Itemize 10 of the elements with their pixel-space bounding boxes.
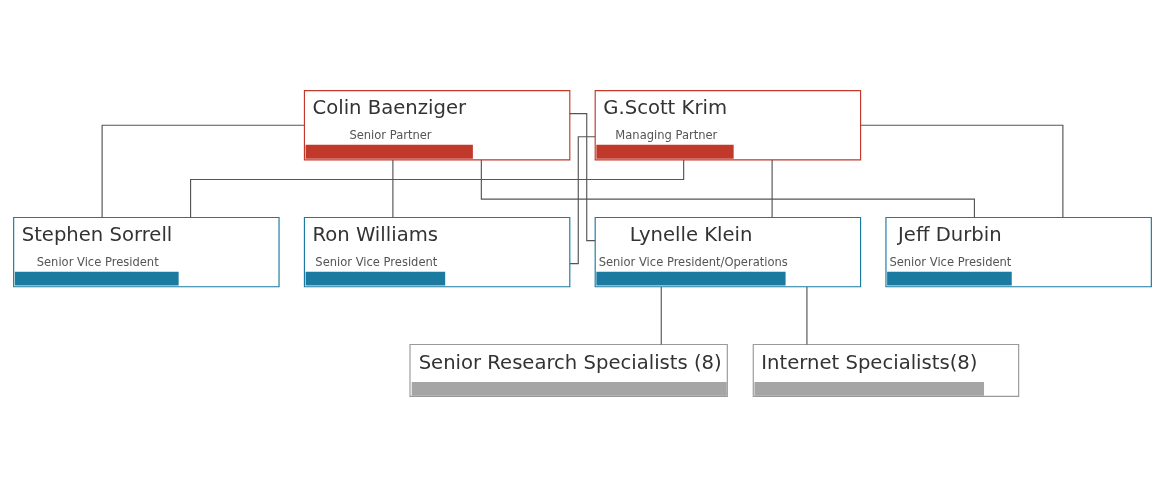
connector: [806, 286, 808, 346]
connector: [480, 159, 975, 218]
connector: [860, 124, 1064, 219]
connector: [660, 286, 662, 346]
connector: [190, 159, 685, 219]
connector: [392, 159, 394, 219]
connector: [569, 113, 596, 242]
connector: [101, 124, 305, 219]
connector: [569, 136, 596, 265]
connector: [771, 159, 773, 219]
